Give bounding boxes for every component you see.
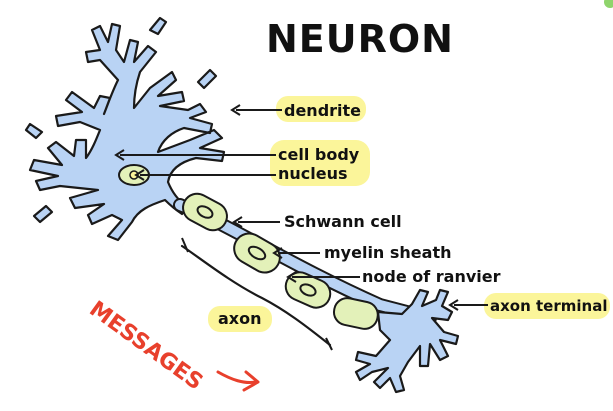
corner-decoration [604,0,613,8]
label-axon-terminal: axon terminal [450,293,610,319]
label-axon: axon [208,306,272,332]
axon-label: axon [218,309,262,328]
label-dendrite: dendrite [232,96,366,122]
myelin-sheath-label: myelin sheath [324,243,451,262]
axon-terminal-label: axon terminal [490,297,607,315]
dendrite-label: dendrite [284,101,361,120]
cell-body-label: cell body [278,145,360,164]
nucleus-label: nucleus [278,164,348,183]
diagram-title: NEURON [266,17,454,61]
messages-label: MESSAGES [84,297,207,396]
label-schwann-cell: Schwann cell [234,212,402,231]
schwann-cell-label: Schwann cell [284,212,402,231]
node-of-ranvier-label: node of ranvier [362,267,501,286]
